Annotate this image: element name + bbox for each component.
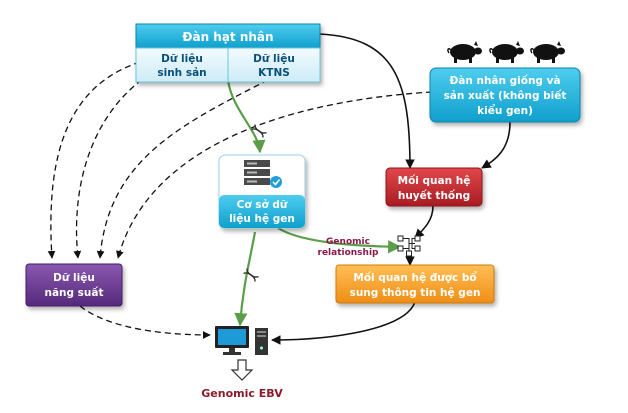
solid-connector xyxy=(414,205,434,239)
database-box-line1: Cơ sở dữ xyxy=(237,199,288,211)
performance-trait-data-label-line1: Dữ liệu xyxy=(253,53,295,65)
output-arrow-icon xyxy=(230,359,254,381)
tree-merge-icon xyxy=(397,235,421,257)
performance-box-line1: Dữ liệu xyxy=(53,272,95,284)
pedigree-box-line2: huyết thống xyxy=(398,189,470,202)
breeding-box-line2: sản xuất (không biết xyxy=(444,89,567,102)
server-icon xyxy=(244,160,282,188)
nucleus-box xyxy=(135,23,321,83)
genomic-relationship-label-line1: Genomic xyxy=(326,237,370,247)
dna-icon xyxy=(251,124,267,138)
dashed-connector xyxy=(73,73,151,259)
pig-icon xyxy=(530,41,565,63)
dashed-connector xyxy=(116,91,433,259)
solid-connector xyxy=(319,33,415,169)
combined-box-line2: sung thông tin hệ gen xyxy=(350,287,481,299)
database-label-bg xyxy=(219,195,305,228)
pedigree-box xyxy=(385,167,483,207)
performance-data-box xyxy=(25,263,123,307)
genomic-ebv-label: Genomic EBV xyxy=(201,387,283,400)
solid-connector xyxy=(271,301,416,345)
breeding-box-line3: kiểu gen) xyxy=(477,104,533,117)
combined-relationship-box xyxy=(335,264,495,304)
dashed-connector xyxy=(96,79,269,259)
breeding-box xyxy=(429,67,581,123)
pig-icon xyxy=(489,41,524,63)
combined-box-line1: Mối quan hệ được bổ xyxy=(353,271,477,284)
dna-icon xyxy=(243,268,259,282)
dashed-connector xyxy=(47,61,141,259)
performance-box-line2: năng suất xyxy=(44,286,103,299)
reproduction-data-label-line2: sinh sản xyxy=(157,67,206,79)
green-connector xyxy=(277,227,402,254)
pig-icon xyxy=(447,41,482,63)
genomic-relationship-label-line2: relationship xyxy=(318,248,380,258)
pedigree-box-line1: Mối quan hệ xyxy=(398,174,471,187)
nucleus-title: Đàn hạt nhân xyxy=(182,30,273,44)
dashed-connector xyxy=(79,305,211,339)
reproduction-data-label-line1: Dữ liệu xyxy=(161,53,203,65)
solid-connector xyxy=(481,121,511,169)
green-connector xyxy=(234,231,257,327)
performance-trait-data-label-line2: KTNS xyxy=(258,67,290,79)
computer-icon xyxy=(215,326,268,355)
database-box-line2: liệu hệ gen xyxy=(229,213,295,225)
green-connector xyxy=(226,79,266,154)
breeding-box-line1: Đàn nhân giống và xyxy=(449,74,560,87)
